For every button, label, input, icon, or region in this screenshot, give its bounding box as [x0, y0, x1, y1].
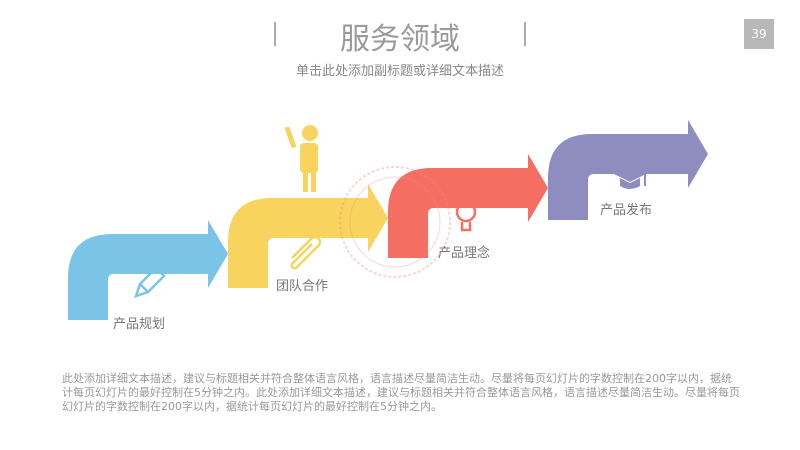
- paperclip-icon: [290, 235, 322, 270]
- pencil-icon: [134, 266, 166, 298]
- step-label-3: 产品理念: [438, 246, 491, 261]
- title-divider-left: [274, 22, 276, 46]
- step-label-1: 产品规划: [113, 317, 166, 332]
- step-label-4: 产品发布: [600, 203, 653, 218]
- graduation-cap-icon: [614, 166, 646, 189]
- watermark-stamp: [339, 166, 451, 278]
- title-divider-right: [524, 22, 526, 46]
- step-arrow-1: [68, 220, 228, 320]
- step-arrow-3: [388, 154, 548, 258]
- step-label-2: 团队合作: [276, 279, 329, 294]
- step-arrow-2: [228, 184, 388, 288]
- lightbulb-icon: [455, 201, 477, 232]
- page-number: 39: [744, 19, 774, 49]
- description-text: 此处添加详细文本描述，建议与标题相关并符合整体语言风格，语言描述尽量简洁生动。尽…: [62, 372, 740, 413]
- person-icon: [284, 125, 318, 192]
- page-subtitle: 单击此处添加副标题或详细文本描述: [295, 64, 504, 79]
- page-title: 服务领域: [340, 22, 460, 57]
